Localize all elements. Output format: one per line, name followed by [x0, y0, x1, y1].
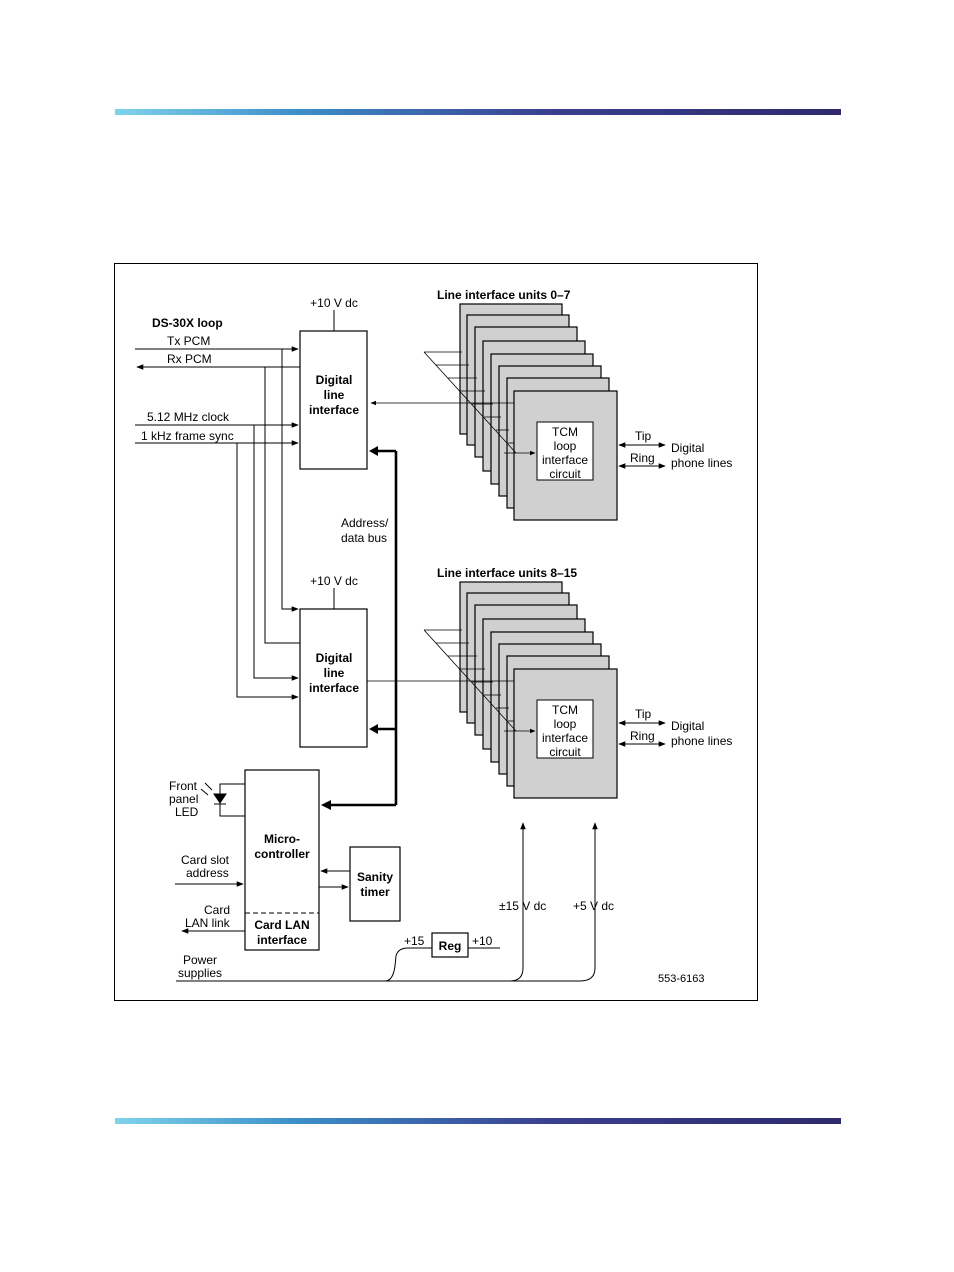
power-label-1: Power — [183, 953, 217, 967]
dli-top-label-2: line — [324, 388, 345, 402]
reg-in-label: +15 — [404, 934, 425, 948]
regulator-box — [431, 932, 469, 958]
dli-top-label-1: Digital — [316, 373, 353, 387]
liu-bottom-fan — [423, 629, 517, 732]
ds30x-title: DS-30X loop — [152, 316, 223, 330]
dli-bottom-supply: +10 V dc — [310, 574, 358, 588]
power-lines — [176, 822, 598, 982]
dli-bottom-box — [299, 608, 368, 748]
ds30x-signals — [135, 346, 300, 700]
led-label-1: Front — [169, 779, 198, 793]
led-label-2: panel — [169, 792, 198, 806]
tx-pcm-label: Tx PCM — [167, 334, 210, 348]
mcu-label-1: Micro- — [264, 832, 300, 846]
card-lan-label-1: Card LAN — [254, 918, 309, 932]
address-data-bus — [321, 446, 398, 810]
tcm-bottom-box — [536, 699, 594, 759]
phone-lines-bottom-label: phone lines — [671, 734, 732, 748]
tcm-top-4: circuit — [549, 467, 581, 481]
tcm-bottom-4: circuit — [549, 745, 581, 759]
digital-top-label: Digital — [671, 441, 704, 455]
tcm-bottom-1: TCM — [552, 703, 578, 717]
v5-label: +5 V dc — [573, 899, 614, 913]
lanlink-label-1: Card — [204, 903, 230, 917]
slot-label-2: address — [186, 866, 229, 880]
phone-lines-top-label: phone lines — [671, 456, 732, 470]
dli-bottom-label-1: Digital — [316, 651, 353, 665]
tcm-bottom-3: interface — [542, 731, 588, 745]
mcu-label-2: controller — [254, 847, 310, 861]
liu-bottom-title: Line interface units 8–15 — [437, 566, 577, 580]
liu-bottom-stack — [459, 581, 618, 799]
v15-label: ±15 V dc — [499, 899, 546, 913]
bus-label-1: Address/ — [341, 516, 389, 530]
sanity-label-2: timer — [360, 885, 390, 899]
digital-bottom-label: Digital — [671, 719, 704, 733]
tcm-top-2: loop — [554, 439, 577, 453]
tip-bottom-label: Tip — [635, 707, 652, 721]
header-rule — [115, 109, 841, 115]
reg-label: Reg — [439, 939, 462, 953]
liu-top-stack — [459, 303, 618, 521]
clock-label: 5.12 MHz clock — [147, 410, 230, 424]
footer-rule — [115, 1118, 841, 1124]
dli-top-label-3: interface — [309, 403, 359, 417]
led-icon — [200, 782, 245, 817]
figure-id: 553-6163 — [658, 973, 705, 985]
tip-top-label: Tip — [635, 429, 652, 443]
rx-pcm-label: Rx PCM — [167, 352, 212, 366]
tcm-bottom-2: loop — [554, 717, 577, 731]
ring-top-label: Ring — [630, 451, 655, 465]
tcm-top-box — [536, 421, 594, 481]
bus-label-2: data bus — [341, 531, 387, 545]
tcm-top-1: TCM — [552, 425, 578, 439]
led-label-3: LED — [175, 805, 199, 819]
tcm-top-3: interface — [542, 453, 588, 467]
liu-top-title: Line interface units 0–7 — [437, 288, 571, 302]
power-label-2: supplies — [178, 966, 222, 980]
liu-top-fan — [423, 351, 517, 454]
card-lan-label-2: interface — [257, 933, 307, 947]
figure-frame — [114, 263, 758, 1001]
dli-bottom-label-3: interface — [309, 681, 359, 695]
sanity-label-1: Sanity — [357, 870, 393, 884]
lanlink-label-2: LAN link — [185, 916, 231, 930]
ring-bottom-label: Ring — [630, 729, 655, 743]
frame-sync-label: 1 kHz frame sync — [141, 429, 234, 443]
dli-bottom-label-2: line — [324, 666, 345, 680]
sanity-timer-box — [349, 846, 401, 922]
microcontroller-box — [244, 769, 320, 951]
reg-out-label: +10 — [472, 934, 493, 948]
dli-top-supply: +10 V dc — [310, 296, 358, 310]
dli-top-box — [299, 330, 368, 470]
slot-label-1: Card slot — [181, 853, 230, 867]
